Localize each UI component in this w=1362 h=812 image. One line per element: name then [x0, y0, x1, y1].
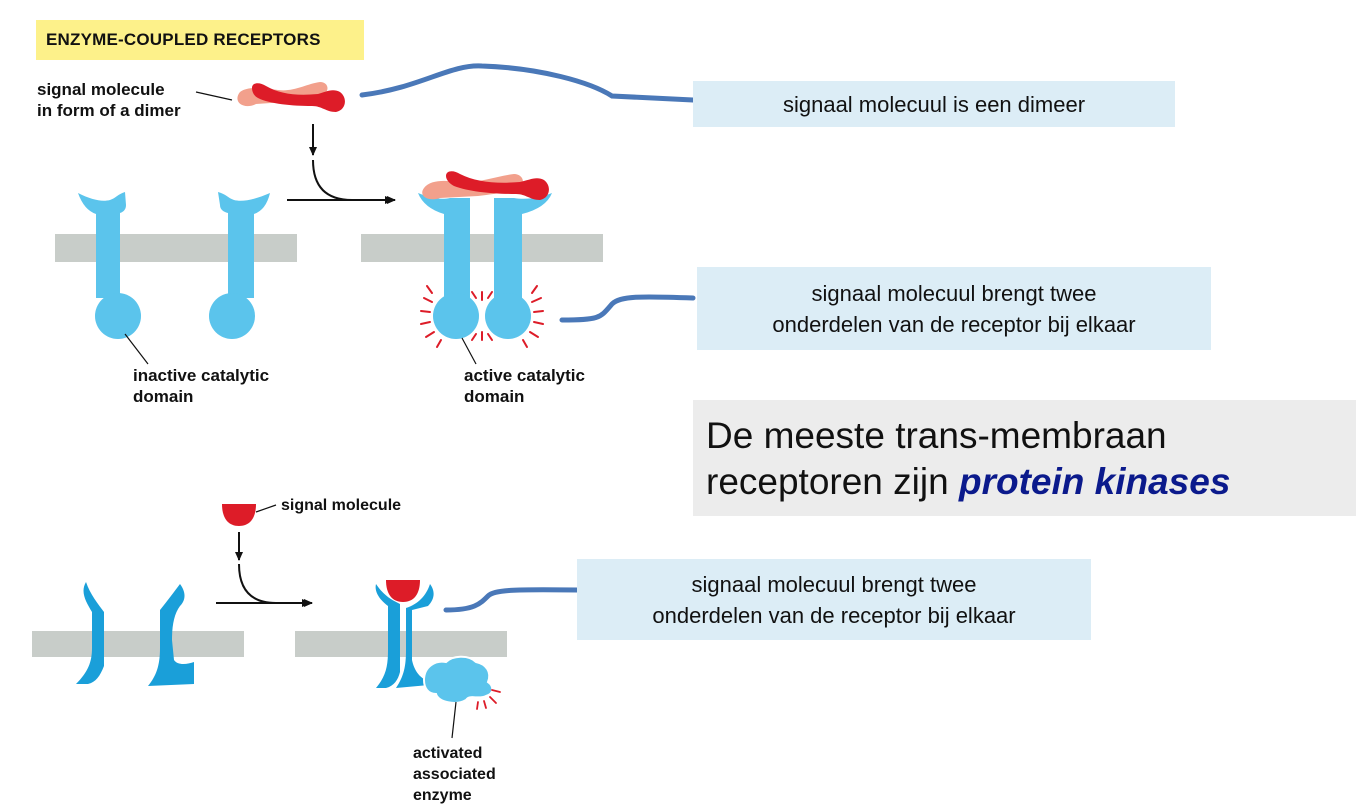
- leader-signal-molecule: [255, 504, 277, 513]
- label-active-line2: domain: [464, 387, 525, 406]
- leader-signal-dimer: [195, 91, 233, 101]
- label-inactive-line1: inactive catalytic: [133, 366, 270, 385]
- signal-dimer-bound: [422, 171, 549, 200]
- leader-inactive-domain: [124, 333, 149, 365]
- callout-bottom-line2: onderdelen van de receptor bij elkaar: [652, 602, 1016, 628]
- callout-top-line1: signaal molecuul brengt twee: [811, 280, 1097, 306]
- section-title: ENZYME-COUPLED RECEPTORS: [36, 20, 364, 60]
- inactive-receptor-right: [209, 192, 270, 339]
- signal-dimer-free: [237, 82, 345, 112]
- receptor-halves-separated: [76, 582, 194, 686]
- active-receptor-left: [418, 193, 479, 339]
- signal-molecule-free: [222, 504, 256, 526]
- receptor-pair-bound: [375, 584, 440, 688]
- activation-spikes-top: [420, 285, 544, 348]
- arrow-curve-bottom: [238, 563, 311, 607]
- connector-dimer: [359, 63, 696, 103]
- main-statement-emphasis: protein kinases: [958, 461, 1231, 502]
- label-signal-dimer: signal molecule in form of a dimer: [37, 79, 181, 121]
- label-activated-line2: associated: [413, 766, 496, 783]
- membrane-top-right: [361, 234, 603, 262]
- signal-molecule-bound: [386, 580, 420, 602]
- label-signal-dimer-line1: signal molecule: [37, 80, 165, 99]
- active-receptor-right: [485, 193, 552, 339]
- connector-bottom-callout: [443, 587, 581, 613]
- callout-dimer-text: signaal molecuul is een dimeer: [782, 91, 1086, 117]
- label-activated-enzyme: activated associated enzyme: [413, 743, 496, 806]
- label-signal-dimer-line2: in form of a dimer: [37, 101, 181, 120]
- leader-active-domain: [461, 337, 477, 365]
- connector-active-callout: [559, 294, 696, 323]
- label-active-line1: active catalytic: [464, 366, 585, 385]
- callout-bottom-line1: signaal molecuul brengt twee: [691, 571, 977, 597]
- associated-enzyme: [422, 655, 494, 704]
- label-signal-molecule: signal molecule: [281, 497, 402, 514]
- main-statement-line2: receptoren zijn protein kinases: [706, 459, 1356, 505]
- callout-top-line2: onderdelen van de receptor bij elkaar: [772, 311, 1136, 337]
- enzyme-activation-spikes: [476, 689, 501, 710]
- main-statement-plain: receptoren zijn: [706, 461, 959, 502]
- callout-brings-together-bottom: signaal molecuul brengt twee onderdelen …: [577, 559, 1091, 640]
- label-active-domain: active catalytic domain: [464, 365, 585, 407]
- membrane-bottom-left: [32, 631, 244, 657]
- inactive-receptor-left: [78, 192, 141, 339]
- membrane-top-left: [55, 234, 297, 262]
- callout-brings-together-top: signaal molecuul brengt twee onderdelen …: [697, 267, 1211, 350]
- callout-dimer: signaal molecuul is een dimeer: [693, 81, 1175, 127]
- main-statement: De meeste trans-membraan receptoren zijn…: [693, 400, 1356, 516]
- label-inactive-domain: inactive catalytic domain: [133, 365, 269, 407]
- label-activated-line3: enzyme: [413, 787, 472, 804]
- label-inactive-line2: domain: [133, 387, 194, 406]
- leader-activated-enzyme: [451, 701, 457, 739]
- arrow-curve-to-active: [312, 159, 394, 204]
- membrane-bottom-right: [295, 631, 507, 657]
- main-statement-line1: De meeste trans-membraan: [706, 415, 1167, 456]
- label-activated-line1: activated: [413, 745, 483, 762]
